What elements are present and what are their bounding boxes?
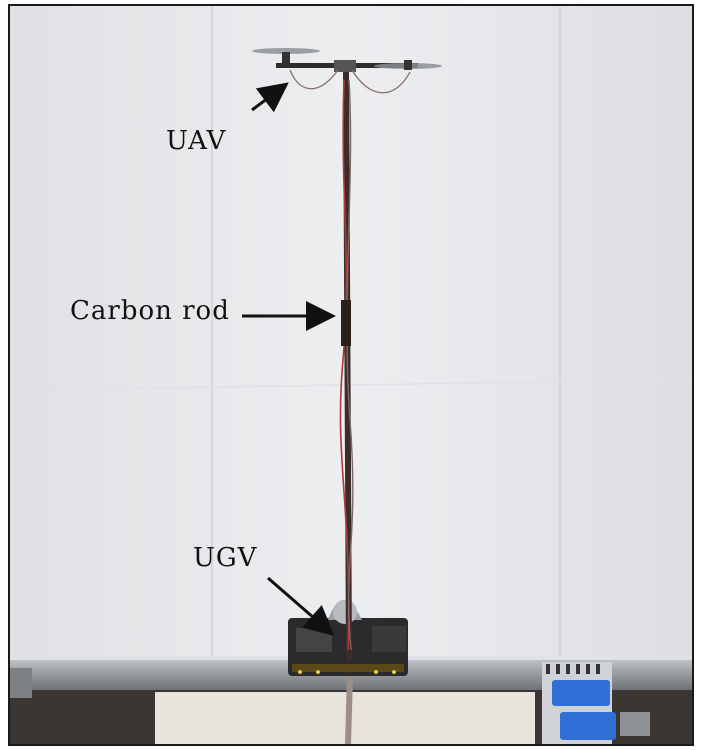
paper-seam: [9, 379, 693, 391]
rail-end-bracket: [10, 668, 32, 698]
carbon-rod-label: Carbon rod: [70, 296, 230, 326]
lower-cable: [345, 675, 353, 745]
uav-label: UAV: [166, 126, 227, 156]
uav-drone: [252, 48, 442, 94]
ugv-label: UGV: [193, 543, 258, 573]
carbon-rod: [339, 71, 354, 661]
floor-wood: [155, 692, 535, 744]
uav-arrow: [251, 82, 289, 113]
ugv-arrow: [267, 576, 335, 636]
electronics-rack: [542, 662, 650, 744]
figure-border: [8, 4, 694, 746]
